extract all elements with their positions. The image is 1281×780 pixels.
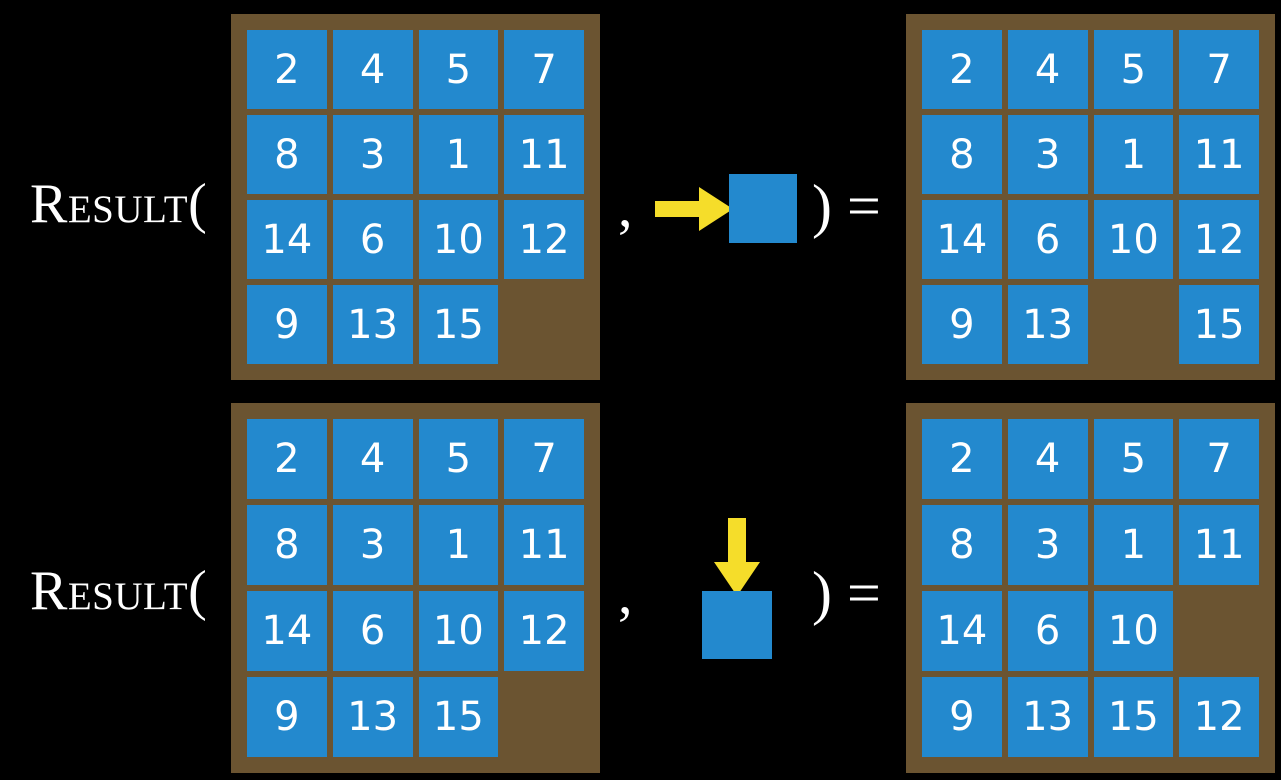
tile[interactable]: 13 (332, 677, 413, 757)
tile[interactable]: 14 (922, 591, 1002, 671)
tile[interactable]: 2 (922, 30, 1002, 109)
tile[interactable]: 12 (504, 200, 584, 279)
input-board-row-1[interactable]: 2 4 5 7 8 3 1 11 14 6 10 12 9 13 15 (231, 14, 600, 380)
tile[interactable]: 15 (1179, 285, 1259, 364)
arrow-right-icon (655, 187, 733, 231)
tile[interactable]: 12 (504, 591, 584, 671)
tile[interactable]: 4 (332, 30, 413, 109)
tile[interactable]: 3 (332, 505, 413, 585)
input-board-row-2[interactable]: 2 4 5 7 8 3 1 11 14 6 10 12 9 13 15 (231, 403, 600, 773)
tile[interactable]: 10 (1093, 200, 1174, 279)
tile[interactable]: 2 (922, 419, 1002, 499)
tile[interactable]: 9 (922, 677, 1002, 757)
operator-tile-row-2[interactable] (702, 591, 772, 659)
close-paren-equals-row-2: ) = (812, 560, 881, 626)
tile[interactable]: 12 (1179, 677, 1259, 757)
tile[interactable]: 4 (1007, 30, 1088, 109)
tile[interactable]: 8 (247, 505, 327, 585)
tile[interactable]: 1 (1093, 505, 1174, 585)
tile[interactable]: 8 (922, 115, 1002, 194)
board-grid: 2 4 5 7 8 3 1 11 14 6 10 12 9 13 15 (247, 419, 584, 757)
board-grid: 2 4 5 7 8 3 1 11 14 6 10 9 13 15 12 (922, 419, 1259, 757)
tile[interactable]: 15 (1093, 677, 1174, 757)
tile[interactable]: 9 (247, 677, 327, 757)
tile[interactable]: 7 (1179, 419, 1259, 499)
board-grid: 2 4 5 7 8 3 1 11 14 6 10 12 9 13 15 (247, 30, 584, 364)
tile-empty[interactable] (1179, 591, 1259, 671)
tile[interactable]: 14 (922, 200, 1002, 279)
tile-empty[interactable] (504, 677, 584, 757)
tile[interactable]: 5 (418, 30, 499, 109)
tile[interactable]: 6 (1007, 200, 1088, 279)
tile[interactable]: 3 (332, 115, 413, 194)
tile[interactable]: 2 (247, 30, 327, 109)
tile[interactable]: 11 (1179, 115, 1259, 194)
tile[interactable]: 13 (1007, 285, 1088, 364)
tile[interactable]: 14 (247, 200, 327, 279)
comma-row-2: , (618, 561, 633, 626)
tile[interactable]: 11 (504, 505, 584, 585)
tile[interactable]: 15 (418, 677, 499, 757)
tile[interactable]: 5 (1093, 30, 1174, 109)
tile[interactable]: 10 (1093, 591, 1174, 671)
output-board-row-2[interactable]: 2 4 5 7 8 3 1 11 14 6 10 9 13 15 12 (906, 403, 1275, 773)
tile[interactable]: 7 (504, 419, 584, 499)
tile[interactable]: 10 (418, 591, 499, 671)
tile[interactable]: 1 (1093, 115, 1174, 194)
arrow-down-icon (714, 518, 760, 596)
tile[interactable]: 3 (1007, 505, 1088, 585)
tile[interactable]: 11 (504, 115, 584, 194)
tile[interactable]: 6 (332, 200, 413, 279)
tile[interactable]: 4 (332, 419, 413, 499)
close-paren-equals-row-1: ) = (812, 173, 881, 239)
tile[interactable]: 10 (418, 200, 499, 279)
tile-empty[interactable] (1094, 285, 1174, 364)
output-board-row-1[interactable]: 2 4 5 7 8 3 1 11 14 6 10 12 9 13 15 (906, 14, 1275, 380)
tile[interactable]: 3 (1007, 115, 1088, 194)
tile[interactable]: 5 (1093, 419, 1174, 499)
comma-row-1: , (618, 174, 633, 239)
tile[interactable]: 9 (922, 285, 1002, 364)
tile[interactable]: 9 (247, 285, 327, 364)
tile[interactable]: 8 (922, 505, 1002, 585)
tile[interactable]: 8 (247, 115, 327, 194)
tile[interactable]: 6 (332, 591, 413, 671)
tile[interactable]: 11 (1179, 505, 1259, 585)
tile[interactable]: 2 (247, 419, 327, 499)
tile[interactable]: 7 (1179, 30, 1259, 109)
operator-tile-row-1[interactable] (729, 174, 797, 243)
tile[interactable]: 14 (247, 591, 327, 671)
tile[interactable]: 15 (418, 285, 499, 364)
tile[interactable]: 13 (1007, 677, 1088, 757)
tile[interactable]: 4 (1007, 419, 1088, 499)
tile[interactable]: 5 (418, 419, 499, 499)
tile-empty[interactable] (504, 285, 584, 364)
tile[interactable]: 13 (332, 285, 413, 364)
tile[interactable]: 12 (1179, 200, 1259, 279)
tile[interactable]: 1 (418, 115, 499, 194)
tile[interactable]: 6 (1007, 591, 1088, 671)
result-label-row-1: Result( (30, 173, 208, 235)
result-label-row-2: Result( (30, 560, 208, 622)
board-grid: 2 4 5 7 8 3 1 11 14 6 10 12 9 13 15 (922, 30, 1259, 364)
tile[interactable]: 7 (504, 30, 584, 109)
tile[interactable]: 1 (418, 505, 499, 585)
